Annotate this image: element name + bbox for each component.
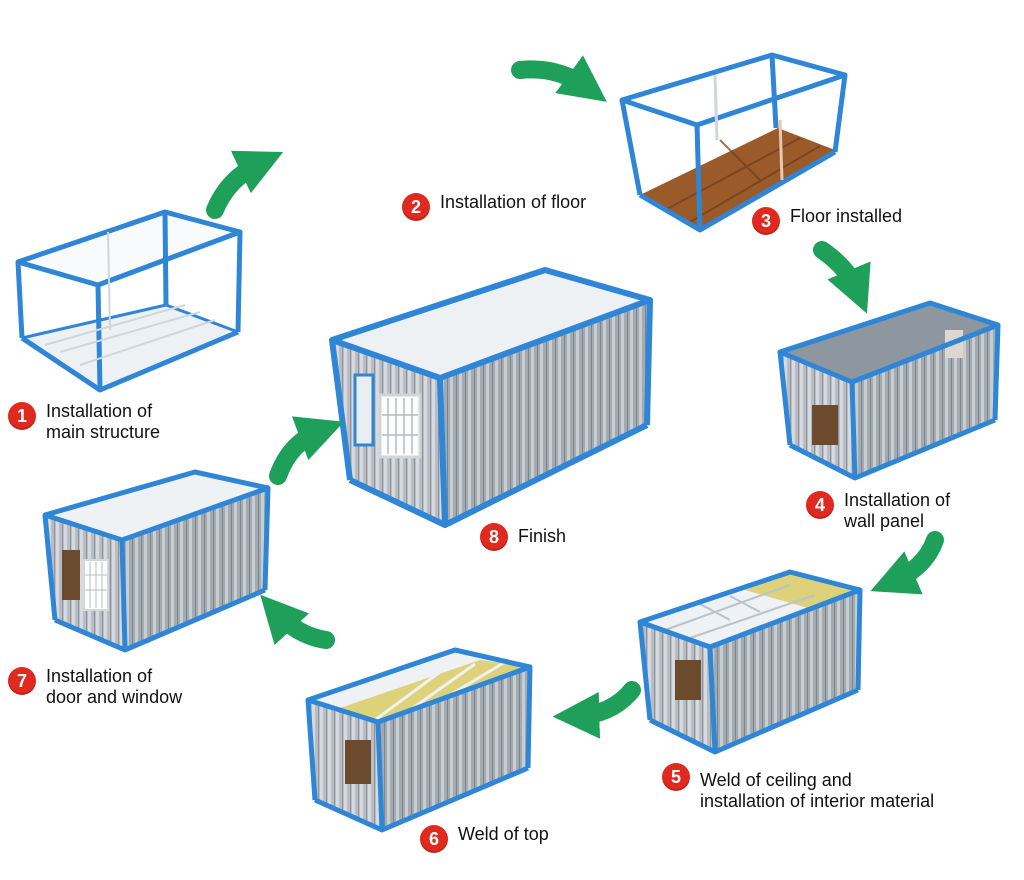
step-number-badge: 6	[420, 825, 448, 853]
arrow-icon	[870, 531, 944, 595]
arrow-icon	[260, 594, 335, 649]
step-caption: Finish	[518, 526, 567, 546]
arrow-icon	[813, 241, 871, 314]
step-number-badge: 3	[752, 207, 780, 235]
step-caption: Weld of ceiling and installation of inte…	[700, 770, 935, 811]
step-2-label: 2 Installation of floor	[402, 192, 586, 221]
arrow-icon	[269, 416, 344, 485]
step-number-badge: 7	[8, 667, 36, 695]
step-number-badge: 5	[662, 763, 690, 791]
step-caption: Weld of top	[458, 824, 549, 844]
step-3-label: 3 Floor installed	[752, 206, 902, 235]
container-frame-illustration	[15, 209, 243, 393]
step-caption: Installation of wall panel	[844, 490, 951, 531]
step-6-label: 6 Weld of top	[420, 824, 549, 853]
container-ceiling-illustration	[637, 569, 863, 755]
step-8-label: 8 Finish	[480, 522, 566, 551]
step-7-label: 7 Installation of door and window	[8, 666, 182, 708]
step-4-label: 4 Installation of wall panel	[806, 490, 950, 532]
container-floor-illustration	[619, 52, 848, 233]
step-number-badge: 2	[402, 193, 430, 221]
step-caption: Installation of door and window	[46, 666, 183, 707]
container-top-illustration	[305, 647, 533, 833]
step-number-badge: 8	[480, 523, 508, 551]
step-number-badge: 4	[806, 491, 834, 519]
step-caption: Floor installed	[790, 206, 903, 226]
step-1-label: 1 Installation of main structure	[8, 401, 160, 443]
arrow-icon	[206, 150, 284, 219]
container-finished-illustration	[329, 267, 653, 528]
step-5-label: 5 Weld of ceiling and installation of in…	[662, 762, 934, 812]
step-number-badge: 1	[8, 402, 36, 430]
container-door-window-illustration	[42, 469, 271, 653]
step-caption: Installation of main structure	[46, 401, 161, 442]
container-walls-illustration	[777, 300, 1001, 481]
arrow-icon	[552, 681, 641, 739]
arrow-icon	[511, 55, 607, 102]
step-caption: Installation of floor	[440, 192, 587, 212]
